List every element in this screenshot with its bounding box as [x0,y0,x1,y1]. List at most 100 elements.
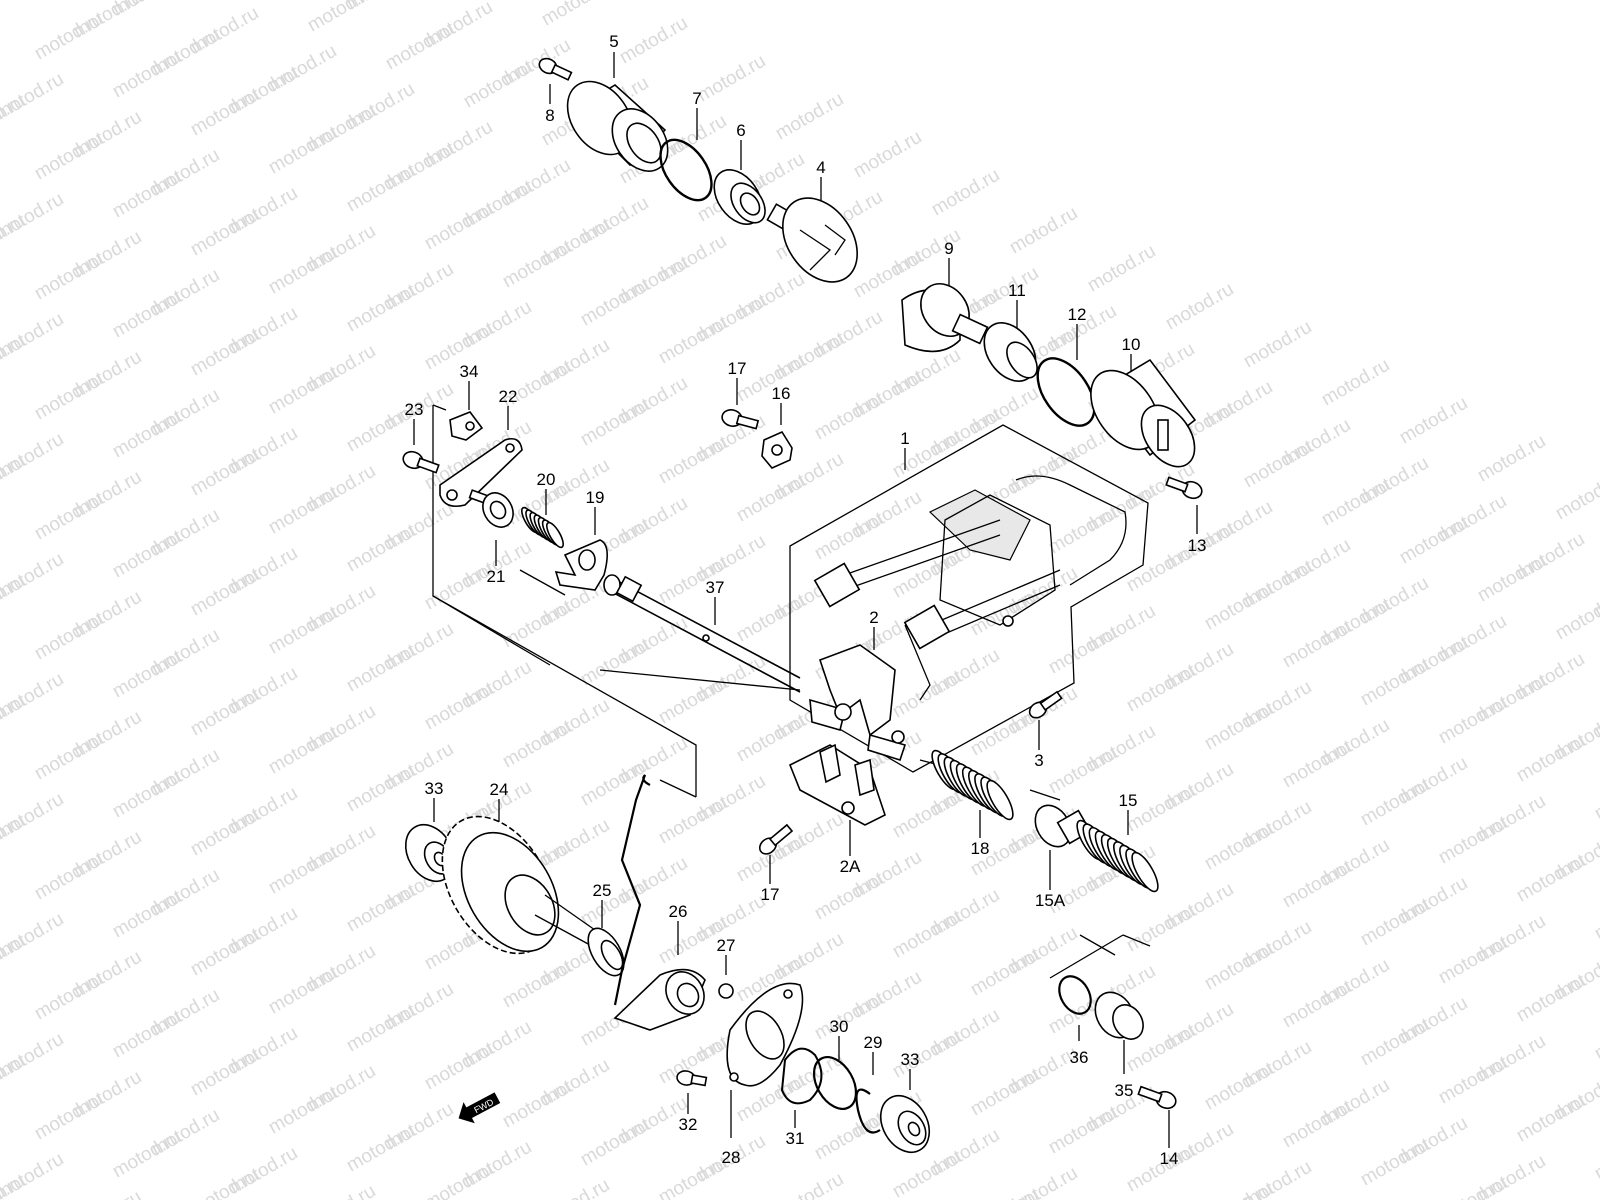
watermark-text: motod.ru [31,369,106,425]
watermark-text: motod.ru [1201,819,1276,875]
watermark-text: motod.ru [1201,1059,1276,1115]
watermark-text: motod.ru [343,1121,418,1177]
watermark-text: motod.ru [1123,661,1198,717]
callout-24: 24 [490,780,509,799]
watermark-text: motod.ru [889,787,964,843]
watermark-text: motod.ru [1201,939,1276,995]
watermark-text: motod.ru [382,19,457,75]
watermark-text: motod.ru [1279,737,1354,793]
watermark-text: motod.ru [928,165,1003,221]
callout-11: 11 [1008,281,1026,300]
part-35-plug [1094,991,1144,1040]
callout-32: 32 [679,1115,698,1134]
callout-31: 31 [786,1129,805,1148]
watermark-text: motod.ru [1435,813,1510,869]
part-30-ring [812,1056,858,1110]
part-4-shift-drum [766,197,858,283]
part-18-spring [931,749,1014,821]
callout-18: 18 [971,839,990,858]
watermark-text: motod.ru [499,237,574,293]
watermark-text: motod.ru [187,205,262,261]
part-37-shift-shaft [603,574,801,693]
watermark-text: motod.ru [577,395,652,451]
callout-20: 20 [537,470,556,489]
watermark-text: motod.ru [187,805,262,861]
watermark-text: motod.ru [31,249,106,305]
part-33-bearing-lower [879,1094,931,1154]
watermark-text: motod.ru [265,123,340,179]
watermark-text: motod.ru [1591,769,1600,825]
watermark-text: motod.ru [1513,731,1588,787]
watermark-text: motod.ru [343,641,418,697]
watermark-text: motod.ru [577,635,652,691]
watermark-text: motod.ru [187,1045,262,1101]
watermark-text: motod.ru [577,875,652,931]
watermark-text: motod.ru [967,1065,1042,1121]
watermark-text: motod.ru [733,711,808,767]
spring-coil [986,779,1014,821]
watermark-text: motod.ru [460,57,535,113]
watermark-text: motod.ru [772,89,847,145]
spring-coil [546,521,564,549]
watermark-text: motod.ru [655,1153,730,1200]
watermark-text: motod.ru [811,869,886,925]
watermark-text: motod.ru [343,161,418,217]
callout-22: 22 [499,387,518,406]
callout-34: 34 [460,362,479,381]
part-9-drum-cam [901,283,989,353]
watermark-text: motod.ru [31,609,106,665]
part-6-bearing [713,169,766,225]
watermark-text: motod.ru [1552,469,1600,525]
watermark-text: motod.ru [1318,475,1393,531]
callout-9: 9 [944,239,953,258]
watermark-text: motod.ru [733,591,808,647]
watermark-text: motod.ru [187,85,262,141]
watermark-text: motod.ru [0,0,28,26]
watermark-text: motod.ru [70,1187,145,1200]
watermark-text: motod.ru [1162,279,1237,335]
watermark-text: motod.ru [577,755,652,811]
watermark-text: motod.ru [343,281,418,337]
callout-8: 8 [545,106,554,125]
callout-13: 13 [1188,536,1207,555]
watermark-text: motod.ru [0,0,67,4]
part-20-spring [521,506,564,549]
watermark-text: motod.ru [967,1185,1042,1200]
watermark-text: motod.ru [109,287,184,343]
watermark-text: motod.ru [187,445,262,501]
callout-7: 7 [692,89,701,108]
callout-33b: 33 [901,1050,920,1069]
callout-15a: 15A [1035,891,1066,910]
watermark-text: motod.ru [1357,775,1432,831]
callout-30: 30 [830,1017,849,1036]
callout-26: 26 [669,902,688,921]
watermark-text: motod.ru [811,389,886,445]
watermark-text: motod.ru [772,1169,847,1200]
watermark-text: motod.ru [577,1115,652,1171]
watermark-text: motod.ru [655,673,730,729]
watermark-text: motod.ru [421,199,496,255]
watermark-text: motod.ru [109,1007,184,1063]
part-36-o-ring [1058,975,1092,1015]
shift-pawl-rod [613,774,651,1006]
watermark-text: motod.ru [187,925,262,981]
watermark-text: motod.ru [265,843,340,899]
part-7-o-ring [659,138,713,202]
watermark-text: motod.ru [811,1109,886,1165]
watermark-text: motod.ru [1591,1129,1600,1185]
part-28-plate [726,982,804,1087]
part-2-shift-fork [809,644,907,761]
callout-3: 3 [1034,751,1043,770]
watermark-text: motod.ru [343,761,418,817]
callout-23: 23 [405,400,424,419]
part-11-bearing [983,322,1038,382]
part-1-transmission-cassette [789,424,1149,773]
watermark-text: motod.ru [31,489,106,545]
watermark-text: motod.ru [109,1127,184,1183]
watermark-text: motod.ru [1435,1173,1510,1200]
callout-labels: 5 8 7 6 4 9 11 12 10 34 22 23 17 16 1 20… [405,32,1207,1168]
watermark-text: motod.ru [265,1083,340,1139]
watermark-text: motod.ru [1006,203,1081,259]
watermark-text: motod.ru [343,1001,418,1057]
watermark-text: motod.ru [421,1159,496,1200]
